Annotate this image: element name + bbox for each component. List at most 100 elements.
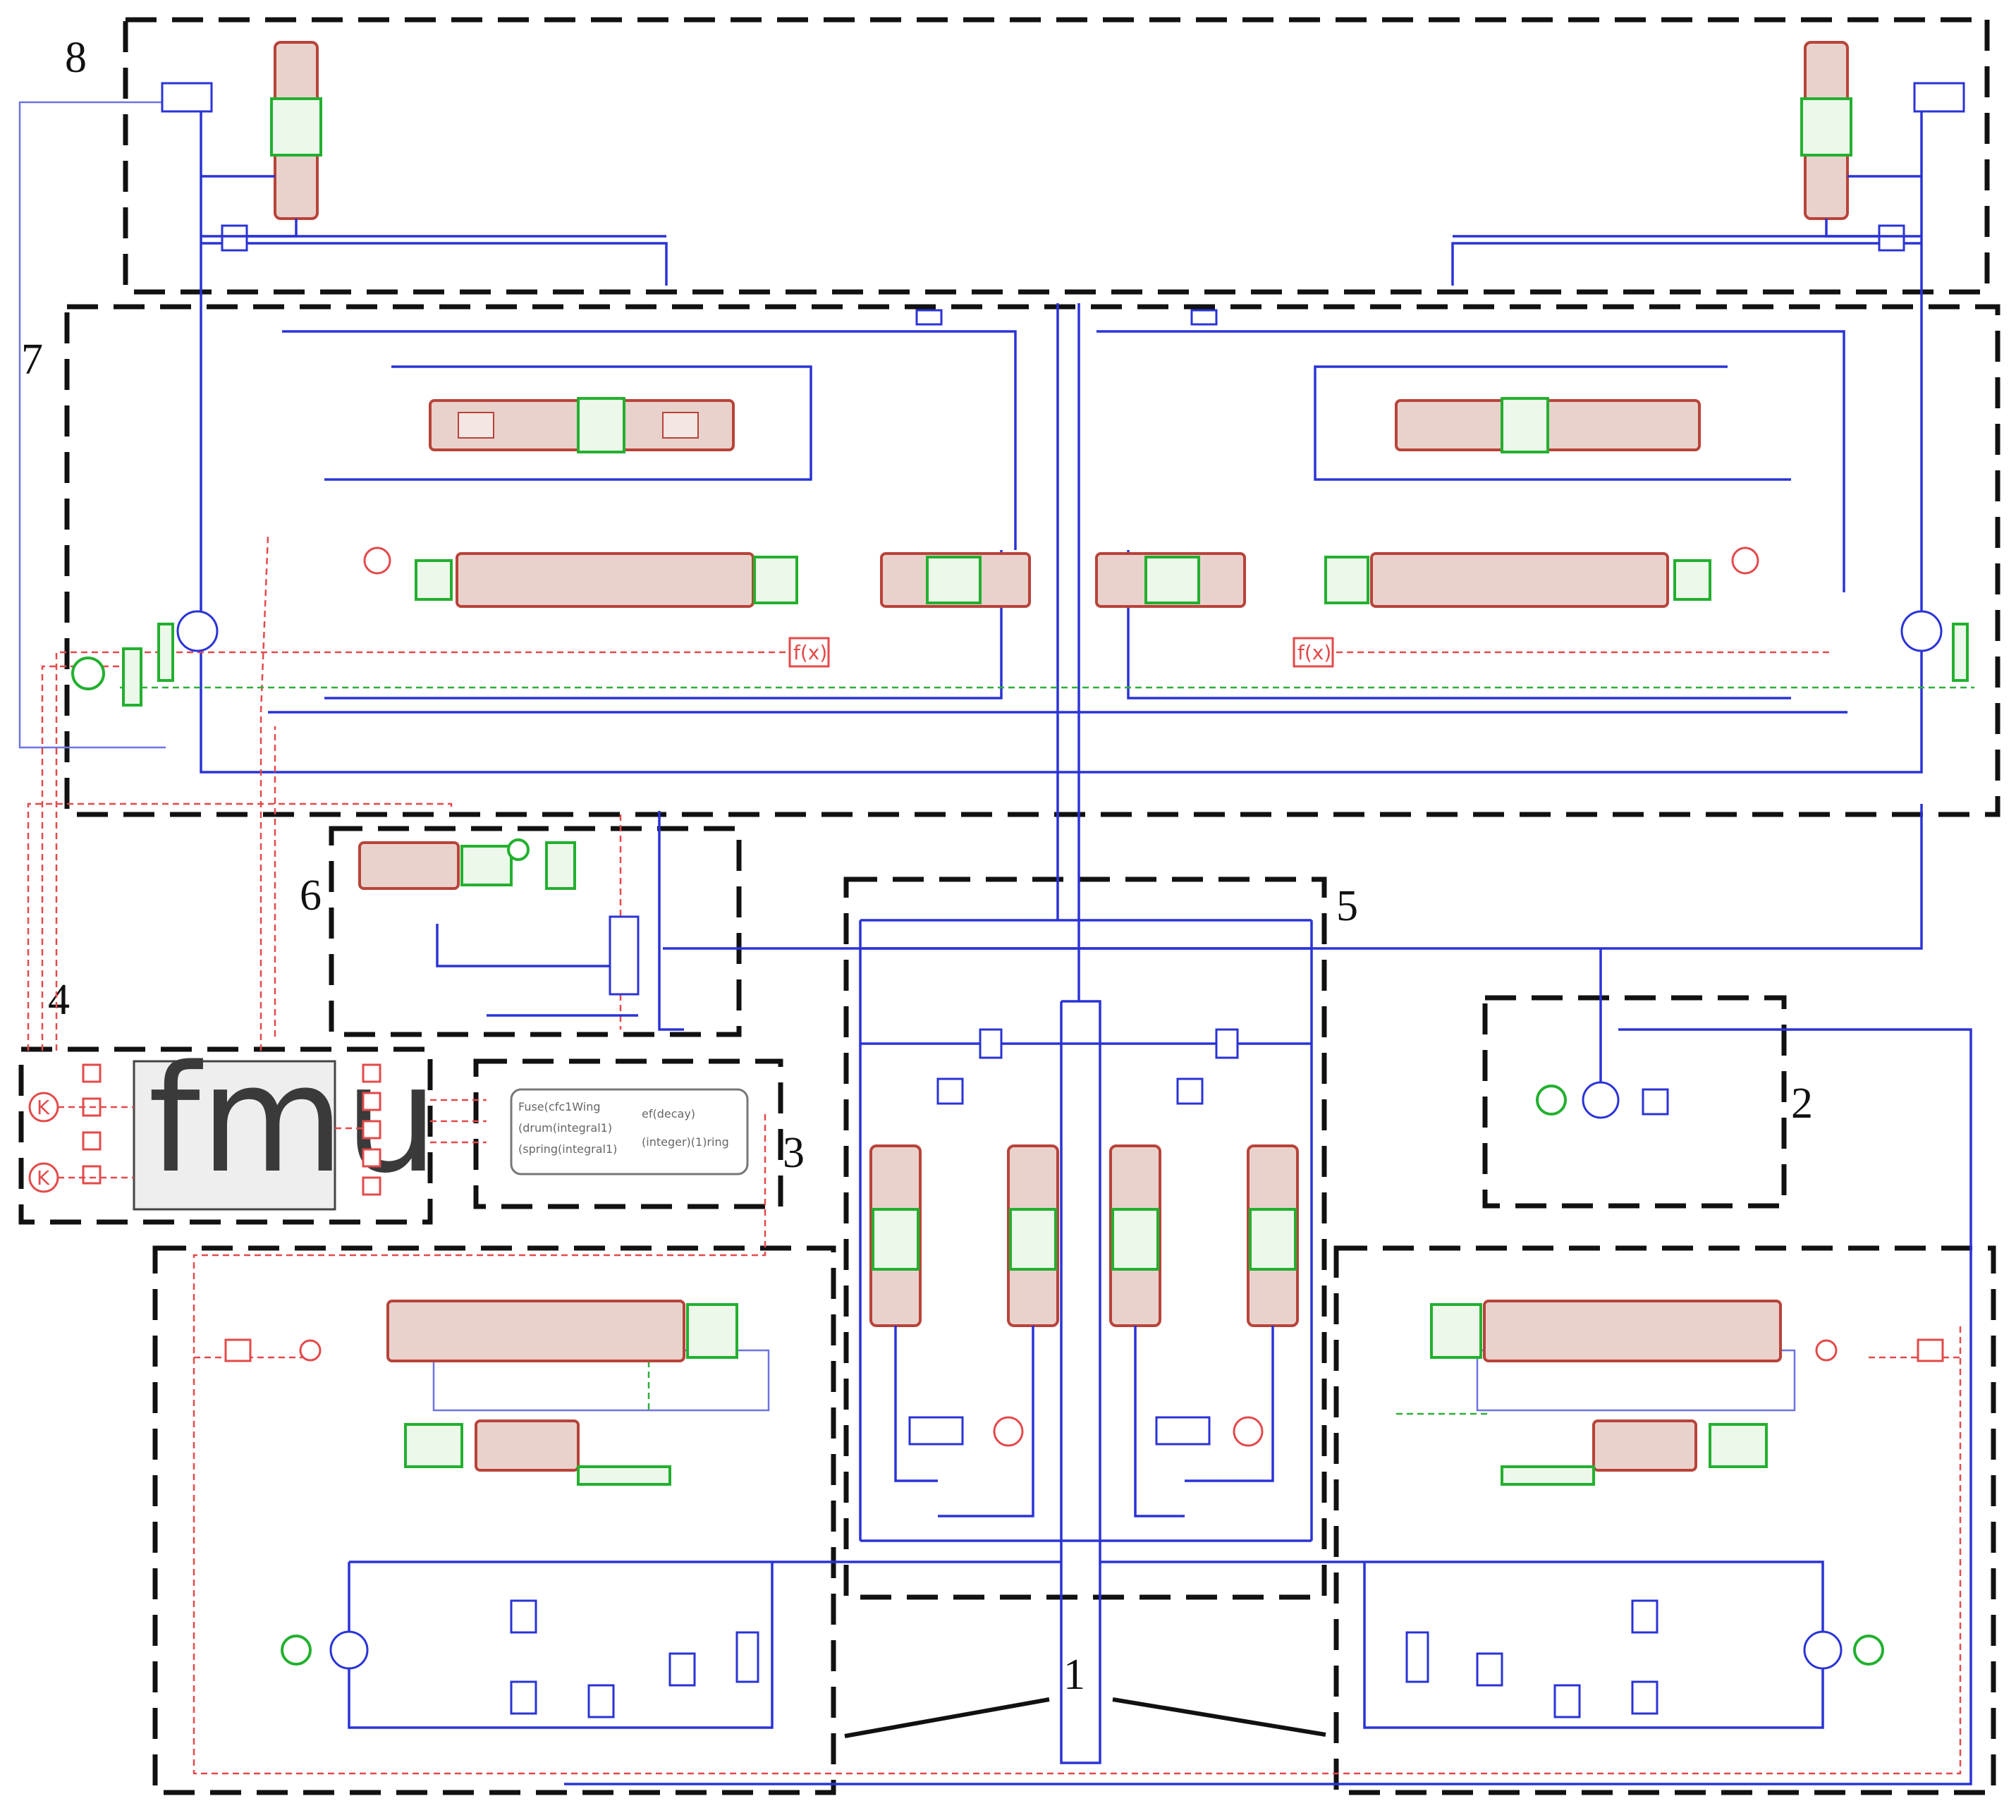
region8-right-lines xyxy=(1825,219,1922,238)
fmu-label: fmu xyxy=(148,1033,439,1206)
top-manifold-right xyxy=(1451,242,1922,286)
region-8-frame xyxy=(123,17,1990,295)
fmu-output-gain-1 xyxy=(362,1063,381,1083)
region-labels: 8 7 6 5 4 3 2 1 xyxy=(21,34,1813,1699)
region7-left-sensor xyxy=(71,656,105,690)
region1-left-pump xyxy=(329,1630,369,1670)
region-5-components xyxy=(869,1028,1299,1517)
region7-right-orifice xyxy=(1190,309,1218,326)
fmu-output-gain-3 xyxy=(362,1120,381,1140)
left-outer-loop xyxy=(18,101,173,749)
region-1-left-components xyxy=(224,1300,759,1718)
region5-cyl-lines-c xyxy=(1134,1326,1185,1517)
region5-right-sensor xyxy=(1233,1416,1264,1447)
region1-right-motor xyxy=(1853,1635,1884,1666)
region8-right-actuator-mass xyxy=(1800,97,1852,157)
function-line-left-1: Fuse(cfc1Wing xyxy=(518,1100,601,1113)
region5-center-block xyxy=(1060,1000,1101,1764)
region-1-right-components xyxy=(1405,1300,1944,1718)
region7-inner-bus xyxy=(324,365,812,481)
region-1-left-frame xyxy=(152,1245,836,1795)
region-7-frame xyxy=(64,304,2000,817)
region5-cylinder-2-mass xyxy=(1009,1208,1057,1271)
region-8-components xyxy=(161,41,1965,252)
region1-left-pilot-spool xyxy=(475,1419,580,1472)
region6-sensor xyxy=(507,838,530,861)
region7-top-bus-right xyxy=(1096,330,1845,592)
region7-top-bus xyxy=(282,330,1017,550)
region-label-3: 3 xyxy=(783,1129,805,1177)
region1-left-box xyxy=(348,1562,774,1729)
fmu-output-gain-5 xyxy=(362,1176,381,1196)
region6-spool-mass xyxy=(460,845,513,886)
fmu-input-gain-3 xyxy=(82,1131,102,1151)
region6-lines xyxy=(436,924,610,967)
region1-left-relief-3 xyxy=(587,1684,615,1718)
region7-left-sine-source xyxy=(363,546,391,575)
region5-cyl-lines-b xyxy=(938,1326,1034,1517)
region7-right-func-block xyxy=(1293,637,1334,668)
region8-right-directional-valve xyxy=(1913,82,1965,113)
region7-right-motor-shaft xyxy=(1952,623,1969,682)
region5-cyl-lines xyxy=(894,1326,938,1482)
region1-right-linkage xyxy=(1501,1465,1595,1486)
region-label-6: 6 xyxy=(300,872,322,920)
region-label-4: 4 xyxy=(48,976,70,1024)
region2-motor xyxy=(1536,1085,1567,1116)
function-line-right-2: (integer)(1)ring xyxy=(642,1135,729,1149)
region-2-components xyxy=(1536,1081,1669,1119)
region1-left-motor xyxy=(281,1635,312,1666)
region7-right-lower-spool xyxy=(1370,552,1669,608)
region7-left-upper-core-1 xyxy=(458,412,494,439)
region1-right-main-spool xyxy=(1483,1300,1782,1362)
region1-right-pilot-mass xyxy=(1709,1423,1768,1468)
region7-right-spring-block xyxy=(1673,559,1711,601)
region1-left-main-spool xyxy=(386,1300,685,1362)
region6-proportional-valve xyxy=(609,915,640,996)
region1-right-pump xyxy=(1803,1630,1843,1670)
region7-left-lower-spool xyxy=(456,552,755,608)
region5-left-relief xyxy=(979,1028,1003,1059)
region7-left-motor-shaft xyxy=(157,623,174,682)
region7-left-vertical xyxy=(200,106,1923,774)
region5-left-check-valve xyxy=(936,1077,964,1105)
region7-right-sine-source xyxy=(1731,546,1759,575)
region-label-8: 8 xyxy=(65,34,87,82)
signal-func-to-region1 xyxy=(193,1114,1962,1775)
fmu-input-source-1-label: K xyxy=(37,1096,50,1119)
function-line-left-2: (drum(integral1) xyxy=(518,1121,612,1135)
region2-pump xyxy=(1582,1081,1620,1119)
region-label-1: 1 xyxy=(1063,1651,1085,1699)
fmu-input-gain-1 xyxy=(82,1063,102,1083)
region1-right-relief-3 xyxy=(1553,1684,1581,1718)
region-3-frame xyxy=(473,1058,783,1209)
region7-left-coupling xyxy=(122,647,142,707)
region7-left-lower-spool-mass xyxy=(753,556,798,604)
fmu-output-gain-4 xyxy=(362,1148,381,1168)
region1-left-filter xyxy=(735,1631,759,1683)
function-block xyxy=(510,1088,749,1175)
region5-cylinder-4-mass xyxy=(1249,1208,1297,1271)
region1-right-box xyxy=(1363,1561,1824,1729)
region5-cylinder-3-mass xyxy=(1111,1208,1159,1271)
region-label-7: 7 xyxy=(21,336,43,384)
region1-right-relief-4 xyxy=(1476,1652,1503,1687)
region2-relief-valve xyxy=(1642,1088,1669,1116)
region5-cyl-lines-d xyxy=(1185,1326,1274,1482)
region-2-frame xyxy=(1482,995,1787,1209)
region5-cylinder-1-mass xyxy=(872,1208,920,1271)
region-7-components: f(x) f(x) xyxy=(71,309,1969,707)
region1-right-pilot-spool xyxy=(1592,1419,1697,1472)
region5-left-valve xyxy=(908,1416,964,1446)
region7-right-motor xyxy=(1900,610,1943,652)
leader-line-right xyxy=(1112,1697,1326,1737)
region8-left-lines xyxy=(201,219,298,238)
region1-right-relief-2 xyxy=(1631,1680,1658,1715)
region7-right-func-label: f(x) xyxy=(1297,641,1331,664)
region7-left-spring-block xyxy=(415,559,453,601)
region-frames xyxy=(18,17,2000,1795)
region8-left-relief-valve xyxy=(221,224,248,252)
region-3-function-block: Fuse(cfc1Wing (drum(integral1) (spring(i… xyxy=(510,1088,749,1175)
region8-left-actuator-mass xyxy=(270,97,322,157)
region1-left-relief-2 xyxy=(510,1680,537,1715)
